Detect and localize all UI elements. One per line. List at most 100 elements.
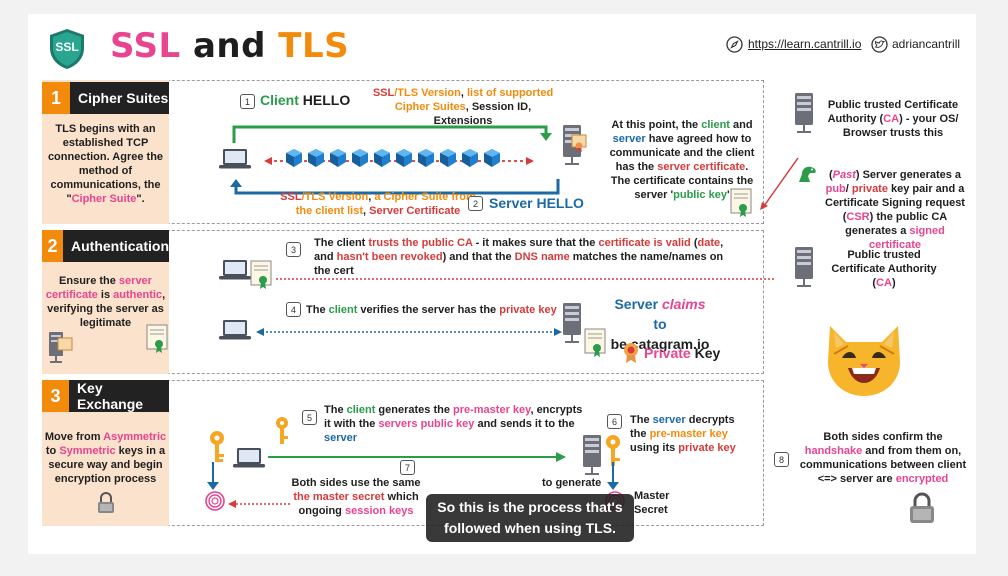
- client-laptop-icon-4: [232, 446, 266, 470]
- private-key-badge-icon: [622, 342, 640, 364]
- csr-d: pub: [825, 183, 846, 195]
- course-link[interactable]: https://learn.cantrill.io: [748, 37, 862, 51]
- title-and: and: [180, 26, 279, 66]
- t5-b: client: [346, 404, 376, 416]
- t7-d: which: [387, 491, 419, 503]
- s3-desc-a: Move from: [44, 431, 104, 443]
- t3-h: hasn't been revoked: [336, 251, 443, 263]
- s3-desc-e: keys in a secure way and begin encryptio…: [48, 445, 166, 485]
- client-laptop-icon-3: [218, 318, 252, 342]
- ssl-shield-icon: SSL: [47, 28, 87, 70]
- step-5-marker: 5: [302, 410, 317, 425]
- t7-f: session keys: [344, 505, 414, 517]
- sh-a: SSL: [280, 191, 302, 203]
- private-key-label: Private Key: [644, 345, 720, 361]
- section-3-title: Key Exchange: [76, 380, 144, 412]
- ca1-b: CA: [883, 113, 900, 125]
- certificate-icon-3: [584, 328, 608, 358]
- t5-f: servers public key: [378, 418, 475, 430]
- step-8-marker: 8: [774, 452, 789, 467]
- t8-a: Both sides confirm the: [823, 431, 943, 443]
- step-7-marker: 7: [400, 460, 415, 475]
- slide: SSL SSL and TLS https://learn.cantrill.i…: [28, 14, 976, 554]
- s1-desc-b: Cipher Suite: [71, 193, 137, 205]
- server-cert-badge-icon: [571, 134, 587, 152]
- server-hello-details: SSL/TLS Version, a Cipher Suite from the…: [273, 190, 483, 218]
- t6-c: decrypts the: [630, 414, 735, 440]
- section-2-number: 2: [42, 230, 63, 262]
- ch-b: /TLS Version: [394, 87, 461, 99]
- decrypt-text: The server decrypts the pre-master key u…: [630, 413, 742, 455]
- master-secret-text-tail: to generate: [542, 477, 602, 489]
- ca2-c: ): [891, 277, 896, 289]
- handshake-text: Both sides confirm the handshake and fro…: [798, 430, 968, 486]
- ca-trust-text: The client trusts the public CA - it mak…: [314, 236, 740, 278]
- t4-d: private key: [499, 304, 557, 316]
- t4-b: client: [328, 304, 358, 316]
- s1-desc-a: TLS begins with an established TCP conne…: [47, 123, 164, 205]
- t7-c: the master secret: [293, 491, 385, 503]
- step-6-marker: 6: [607, 414, 622, 429]
- sh-c: ,: [368, 191, 375, 203]
- twitter-icon: [871, 36, 888, 53]
- sh-f: Server Certificate: [369, 205, 461, 217]
- shield-text: SSL: [55, 40, 79, 54]
- step-2-marker: 2: [468, 196, 483, 211]
- csr-description: (Past) Server generates a pub/ private k…: [822, 168, 968, 252]
- t4-a: The: [306, 304, 329, 316]
- t5-g: and sends it to the: [474, 418, 575, 430]
- t4-c: verifies the server has the: [357, 304, 500, 316]
- ca2-b: CA: [876, 277, 892, 289]
- master-secret-text: Both sides use the same the master secre…: [286, 476, 426, 518]
- t6-e: using its: [630, 442, 679, 454]
- agreement-note: At this point, the client and server hav…: [606, 118, 758, 202]
- hello-word: HELLO: [298, 92, 351, 108]
- t5-d: pre-master key: [453, 404, 531, 416]
- t3-a: The client: [314, 237, 369, 249]
- section-3-description: Move from Asymmetric to Symmetric keys i…: [42, 430, 169, 486]
- pk-b: Key: [690, 345, 721, 361]
- ch-e: , Session ID, Extensions: [433, 101, 532, 127]
- s2-desc-a: Ensure the: [59, 275, 119, 287]
- ag-a: At this point, the: [611, 119, 702, 131]
- t5-a: The: [324, 404, 347, 416]
- ms-a: Master: [634, 490, 670, 502]
- client-hello-label: Client HELLO: [260, 92, 350, 108]
- page-title: SSL and TLS: [110, 26, 349, 66]
- ag-g: . The certificate contains the server ': [610, 161, 754, 201]
- csr-j: signed certificate: [869, 225, 945, 251]
- key-icon-server: [602, 434, 624, 468]
- t3-b: trusts the public CA: [368, 237, 473, 249]
- twitter-handle[interactable]: adriancantrill: [892, 37, 961, 51]
- csr-a: (: [828, 169, 833, 181]
- t5-e: , encrypts it with the: [324, 404, 583, 430]
- server-cert-side-icon: [46, 330, 76, 364]
- ag-h: public key: [673, 189, 727, 201]
- key-icon-client: [272, 416, 292, 446]
- claims-b: claims: [661, 296, 706, 312]
- claims-c: to: [653, 316, 667, 332]
- t3-k: matches the name/names on the cert: [314, 251, 724, 277]
- ca-description: Public trusted Certificate Authority (CA…: [824, 98, 962, 140]
- ch-c: ,: [460, 87, 467, 99]
- claims-a: Server: [614, 296, 662, 312]
- caption-line-1: So this is the process that's: [437, 499, 623, 515]
- ag-b: client: [701, 119, 730, 131]
- section-2-description: Ensure the server certificate is authent…: [42, 274, 169, 330]
- t3-f: date: [697, 237, 721, 249]
- ca1-a: Public trusted Certificate Authority (: [827, 99, 959, 125]
- ag-d: server: [612, 133, 646, 145]
- t6-b: server: [652, 414, 686, 426]
- private-key-verify-text: The client verifies the server has the p…: [306, 303, 557, 317]
- sh-d: a Cipher Suite from the client list: [295, 191, 476, 217]
- s3-desc-c: to: [45, 445, 60, 457]
- cube-chain: [284, 148, 514, 168]
- step-3-marker: 3: [286, 242, 301, 257]
- t7-e: ongoing: [298, 505, 342, 517]
- t3-e: (: [690, 237, 698, 249]
- certificate-icon: [730, 188, 754, 218]
- s1-desc-c: ".: [136, 193, 145, 205]
- csr-e: /: [845, 183, 852, 195]
